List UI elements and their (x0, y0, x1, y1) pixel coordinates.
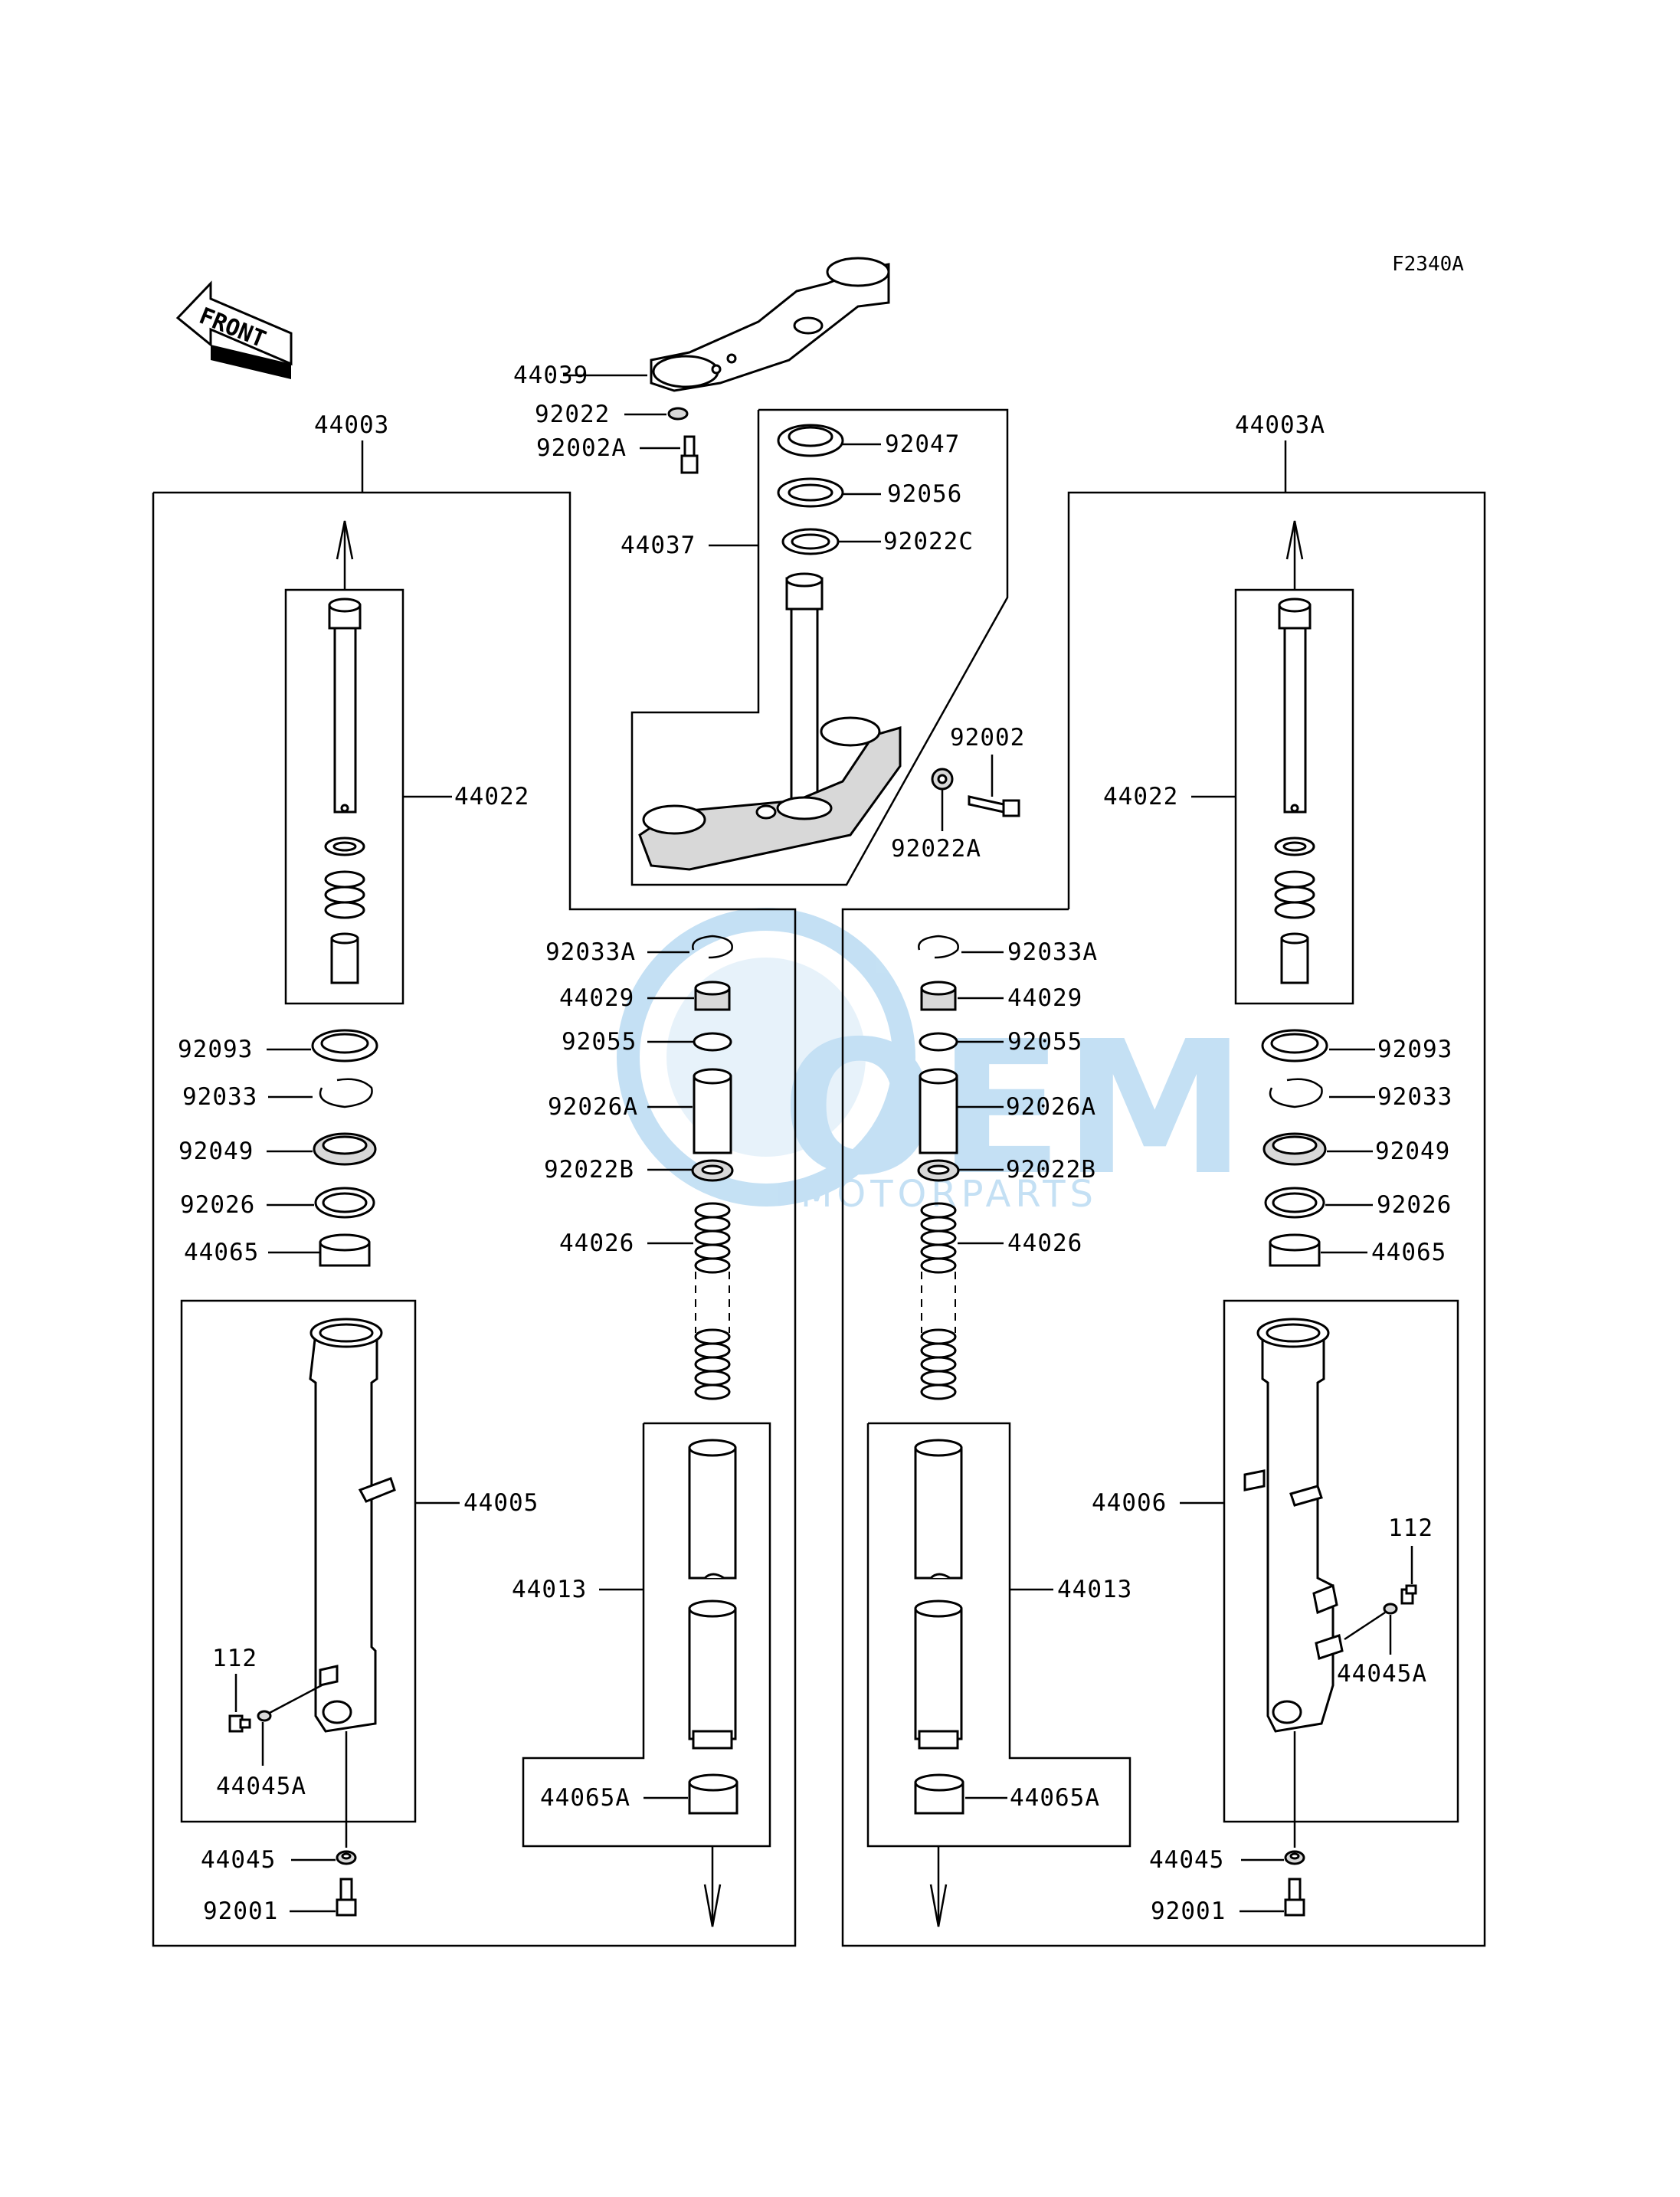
label-stem-assembly: 44037 (621, 532, 696, 559)
label-cl-cylinder: 44013 (512, 1576, 587, 1603)
upper-bracket-group: 44039 92022 92002A (513, 257, 890, 474)
label-right-fork-assembly: 44003A (1235, 411, 1325, 439)
label-left-fork-assembly: 44003 (314, 411, 389, 439)
label-clamp-washer: 92022A (891, 835, 981, 863)
label-left-outer-tube: 44005 (463, 1489, 539, 1517)
label-upper-washer: 92022 (535, 401, 610, 428)
watermark-globe-icon (617, 908, 915, 1207)
left-fork-group: 44003 44022 92093 92033 9 (152, 411, 797, 1947)
label-right-inner-tube: 44022 (1103, 783, 1178, 810)
label-stem-bearing: 92056 (887, 480, 962, 508)
label-left-retaining-ring: 92033 (182, 1083, 257, 1111)
label-right-washer: 92026 (1377, 1191, 1452, 1219)
label-cr-spacer: 92026A (1006, 1093, 1096, 1121)
label-right-oil-seal: 92049 (1375, 1138, 1450, 1165)
label-right-retaining-ring: 92033 (1377, 1083, 1452, 1111)
label-cr-cylinder: 44013 (1057, 1576, 1132, 1603)
label-right-drain-gasket: 44045A (1337, 1660, 1427, 1688)
label-clamp-bolt: 92002 (950, 724, 1025, 751)
label-right-bushing: 44065 (1371, 1239, 1446, 1266)
right-fork-group: 44003A 44022 92093 92033 92049 (1092, 411, 1459, 1925)
label-cr-oring: 92055 (1007, 1028, 1082, 1056)
label-left-washer: 92026 (180, 1191, 255, 1219)
label-left-drain-gasket: 44045A (216, 1773, 306, 1800)
watermark-brand: OEM (781, 1001, 1246, 1216)
label-cl-spacer: 92026A (548, 1093, 638, 1121)
center-left-group: 92033A 44029 92055 92026A 92022B (512, 935, 771, 1927)
label-cl-circlip: 92033A (545, 938, 636, 966)
label-right-gasket: 44045 (1149, 1846, 1224, 1874)
label-cr-spring: 44026 (1007, 1229, 1082, 1257)
label-upper-bolt: 92002A (536, 434, 627, 462)
label-cr-cap: 44029 (1007, 984, 1082, 1012)
label-left-inner-tube: 44022 (454, 783, 529, 810)
label-cl-spring: 44026 (559, 1229, 634, 1257)
center-right-group: 92033A 44029 92055 92026A 92022B (841, 491, 1486, 1947)
front-arrow-icon: FRONT (175, 280, 293, 379)
label-left-dust-seal: 92093 (178, 1036, 253, 1063)
label-left-bushing: 44065 (184, 1239, 259, 1266)
label-left-gasket: 44045 (201, 1846, 276, 1874)
label-left-bolt: 92001 (203, 1897, 278, 1925)
label-cl-cap: 44029 (559, 984, 634, 1012)
label-cr-circlip: 92033A (1007, 938, 1098, 966)
label-cl-washer: 92022B (544, 1156, 634, 1184)
label-right-bolt: 92001 (1151, 1897, 1226, 1925)
label-cl-oring: 92055 (562, 1028, 637, 1056)
label-cr-bushing: 44065A (1010, 1784, 1100, 1812)
label-left-drain-screw: 112 (212, 1645, 257, 1672)
label-cr-washer: 92022B (1006, 1156, 1096, 1184)
label-cl-bushing: 44065A (540, 1784, 630, 1812)
stem-assembly-group: 92047 92056 92022C 44037 92022A 92 (621, 408, 1025, 886)
label-right-outer-tube: 44006 (1092, 1489, 1167, 1517)
label-stem-seal: 92047 (885, 431, 960, 458)
label-left-oil-seal: 92049 (178, 1138, 254, 1165)
label-stem-washer: 92022C (883, 528, 974, 555)
label-right-drain-screw: 112 (1388, 1514, 1433, 1542)
label-upper-bracket: 44039 (513, 362, 588, 389)
label-right-dust-seal: 92093 (1377, 1036, 1452, 1063)
diagram-code: F2340A (1392, 253, 1464, 276)
